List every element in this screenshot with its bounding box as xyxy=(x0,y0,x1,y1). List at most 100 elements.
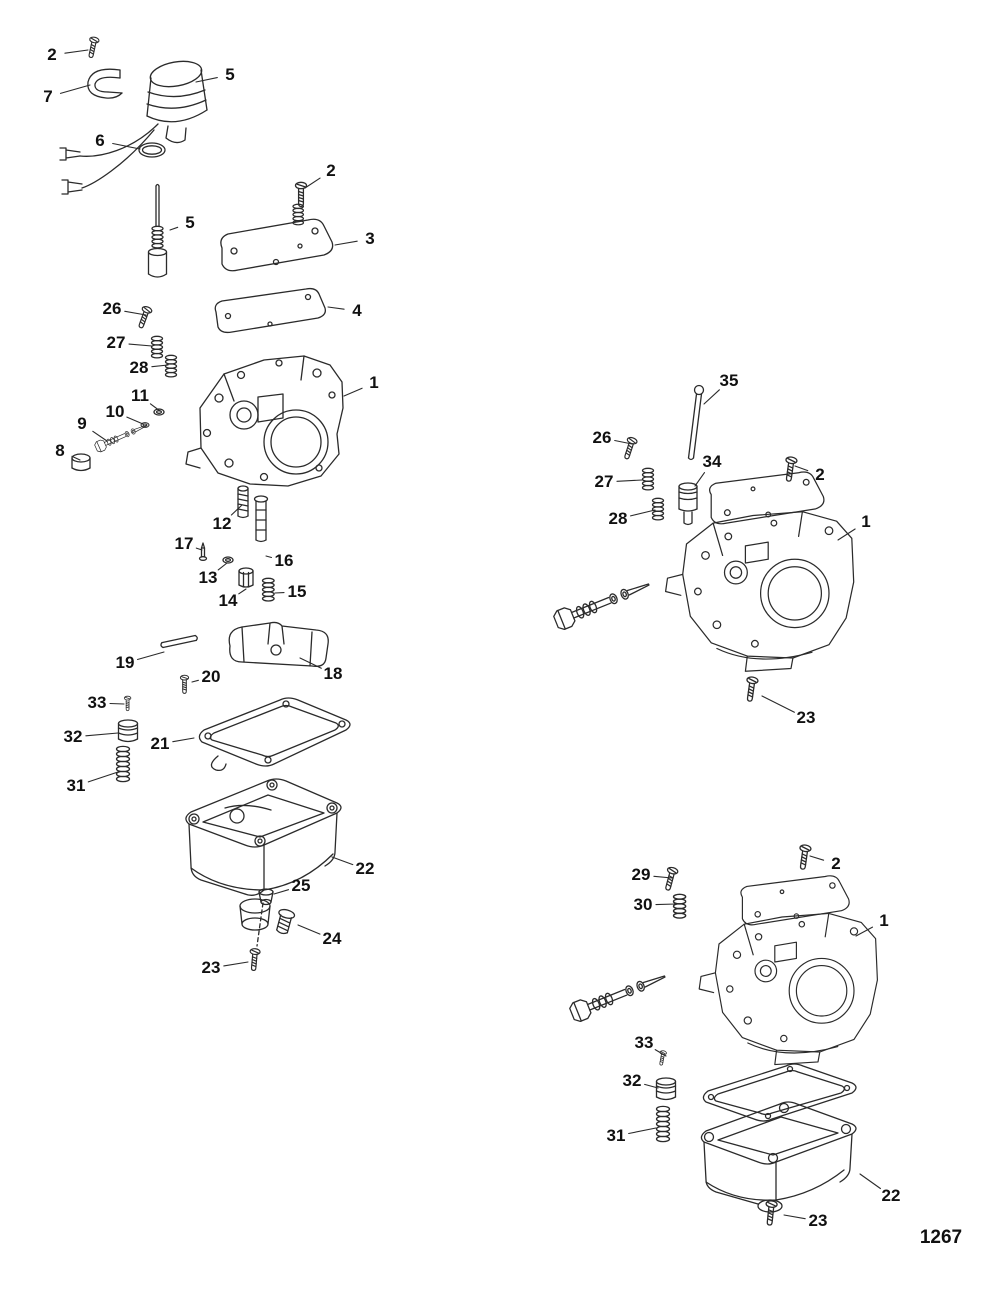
callout-11: 11 xyxy=(131,386,149,405)
plunger-cap xyxy=(117,719,139,743)
callout-28: 28 xyxy=(129,358,149,377)
callout-1: 1 xyxy=(369,373,379,392)
spring-icon xyxy=(672,893,687,919)
callout-1: 1 xyxy=(879,911,889,930)
callout-34: 34 xyxy=(702,452,722,471)
top-cover-gasket xyxy=(214,287,326,334)
jet-tube xyxy=(253,495,269,543)
callout-33: 33 xyxy=(87,693,107,712)
screw-icon xyxy=(743,675,759,703)
callout-15: 15 xyxy=(287,582,307,601)
plug xyxy=(71,453,91,472)
callout-9: 9 xyxy=(77,414,87,433)
callout-33: 33 xyxy=(634,1033,654,1052)
screw-icon xyxy=(763,1199,779,1227)
callout-8: 8 xyxy=(55,441,65,460)
callout-23: 23 xyxy=(808,1211,828,1230)
carburetor-body-top xyxy=(185,355,344,487)
main-jet xyxy=(237,485,249,519)
leader-lines xyxy=(59,49,881,1220)
callout-12: 12 xyxy=(212,514,232,533)
right-lower-assembly xyxy=(567,843,878,1227)
spring-icon xyxy=(115,745,131,783)
callout-22: 22 xyxy=(881,1186,901,1205)
spring-icon xyxy=(651,497,665,521)
plunger-cap xyxy=(655,1077,677,1101)
right-upper-assembly xyxy=(551,384,855,703)
left-assembly xyxy=(59,35,351,972)
screw-icon xyxy=(661,865,680,892)
callout-5: 5 xyxy=(185,213,195,232)
alignment-dashed-line xyxy=(256,902,264,947)
pull-rod xyxy=(687,384,705,461)
callout-13: 13 xyxy=(198,568,218,587)
callout-32: 32 xyxy=(622,1071,642,1090)
spring-icon xyxy=(655,1105,671,1143)
callout-20: 20 xyxy=(201,667,221,686)
enrichment-valve xyxy=(59,60,208,195)
callout-10: 10 xyxy=(105,402,125,421)
callout-2: 2 xyxy=(326,161,336,180)
screw-icon xyxy=(247,947,261,972)
float-needle xyxy=(198,542,208,561)
callout-2: 2 xyxy=(815,465,825,484)
callout-18: 18 xyxy=(323,664,343,683)
callout-7: 7 xyxy=(43,87,53,106)
carburetor-body xyxy=(698,875,878,1066)
spring-icon xyxy=(164,354,178,378)
callout-30: 30 xyxy=(633,895,653,914)
washer-icon xyxy=(222,556,234,564)
screw-icon xyxy=(621,435,639,461)
callout-24: 24 xyxy=(322,929,342,948)
callout-23: 23 xyxy=(796,708,816,727)
callout-28: 28 xyxy=(608,509,628,528)
float-bowl xyxy=(185,778,342,931)
top-cover-plate xyxy=(220,218,334,272)
callout-35: 35 xyxy=(719,371,739,390)
callout-2: 2 xyxy=(831,854,841,873)
callout-26: 26 xyxy=(592,428,612,447)
callout-25: 25 xyxy=(291,876,311,895)
float xyxy=(228,621,329,667)
screw-icon xyxy=(796,843,812,871)
callout-27: 27 xyxy=(594,472,614,491)
callout-6: 6 xyxy=(95,131,105,150)
cover-screw-with-spring xyxy=(292,181,308,226)
callout-21: 21 xyxy=(150,734,170,753)
drain-fitting xyxy=(258,888,274,906)
screw-icon xyxy=(782,455,798,483)
o-ring xyxy=(138,142,166,158)
needle-seat xyxy=(238,567,254,588)
callout-17: 17 xyxy=(174,534,194,553)
callout-31: 31 xyxy=(66,776,86,795)
bowl-gasket xyxy=(702,1063,857,1122)
spring-icon xyxy=(261,577,275,602)
callout-32: 32 xyxy=(63,727,83,746)
callout-5: 5 xyxy=(225,65,235,84)
clamp-bracket xyxy=(87,68,123,99)
screw-icon xyxy=(135,304,154,330)
callout-29: 29 xyxy=(631,865,651,884)
idle-mixture-screw xyxy=(551,574,654,632)
screw-icon xyxy=(179,674,190,694)
carburetor-body xyxy=(664,471,855,672)
spring-icon xyxy=(150,335,164,359)
drain-bolt xyxy=(276,908,296,935)
screw-icon xyxy=(85,35,101,59)
screw-icon xyxy=(123,695,132,712)
plunger-assembly xyxy=(147,183,168,278)
callout-14: 14 xyxy=(218,591,238,610)
idle-mixture-screw xyxy=(93,420,149,454)
callout-3: 3 xyxy=(365,229,375,248)
callout-31: 31 xyxy=(606,1126,626,1145)
callout-2: 2 xyxy=(47,45,57,64)
bowl-gasket xyxy=(198,697,351,772)
spring-icon xyxy=(641,467,655,491)
float-bowl xyxy=(700,1101,857,1213)
callout-23: 23 xyxy=(201,958,221,977)
callout-22: 22 xyxy=(355,859,375,878)
callout-16: 16 xyxy=(274,551,294,570)
callout-26: 26 xyxy=(102,299,122,318)
callout-1: 1 xyxy=(861,512,871,531)
